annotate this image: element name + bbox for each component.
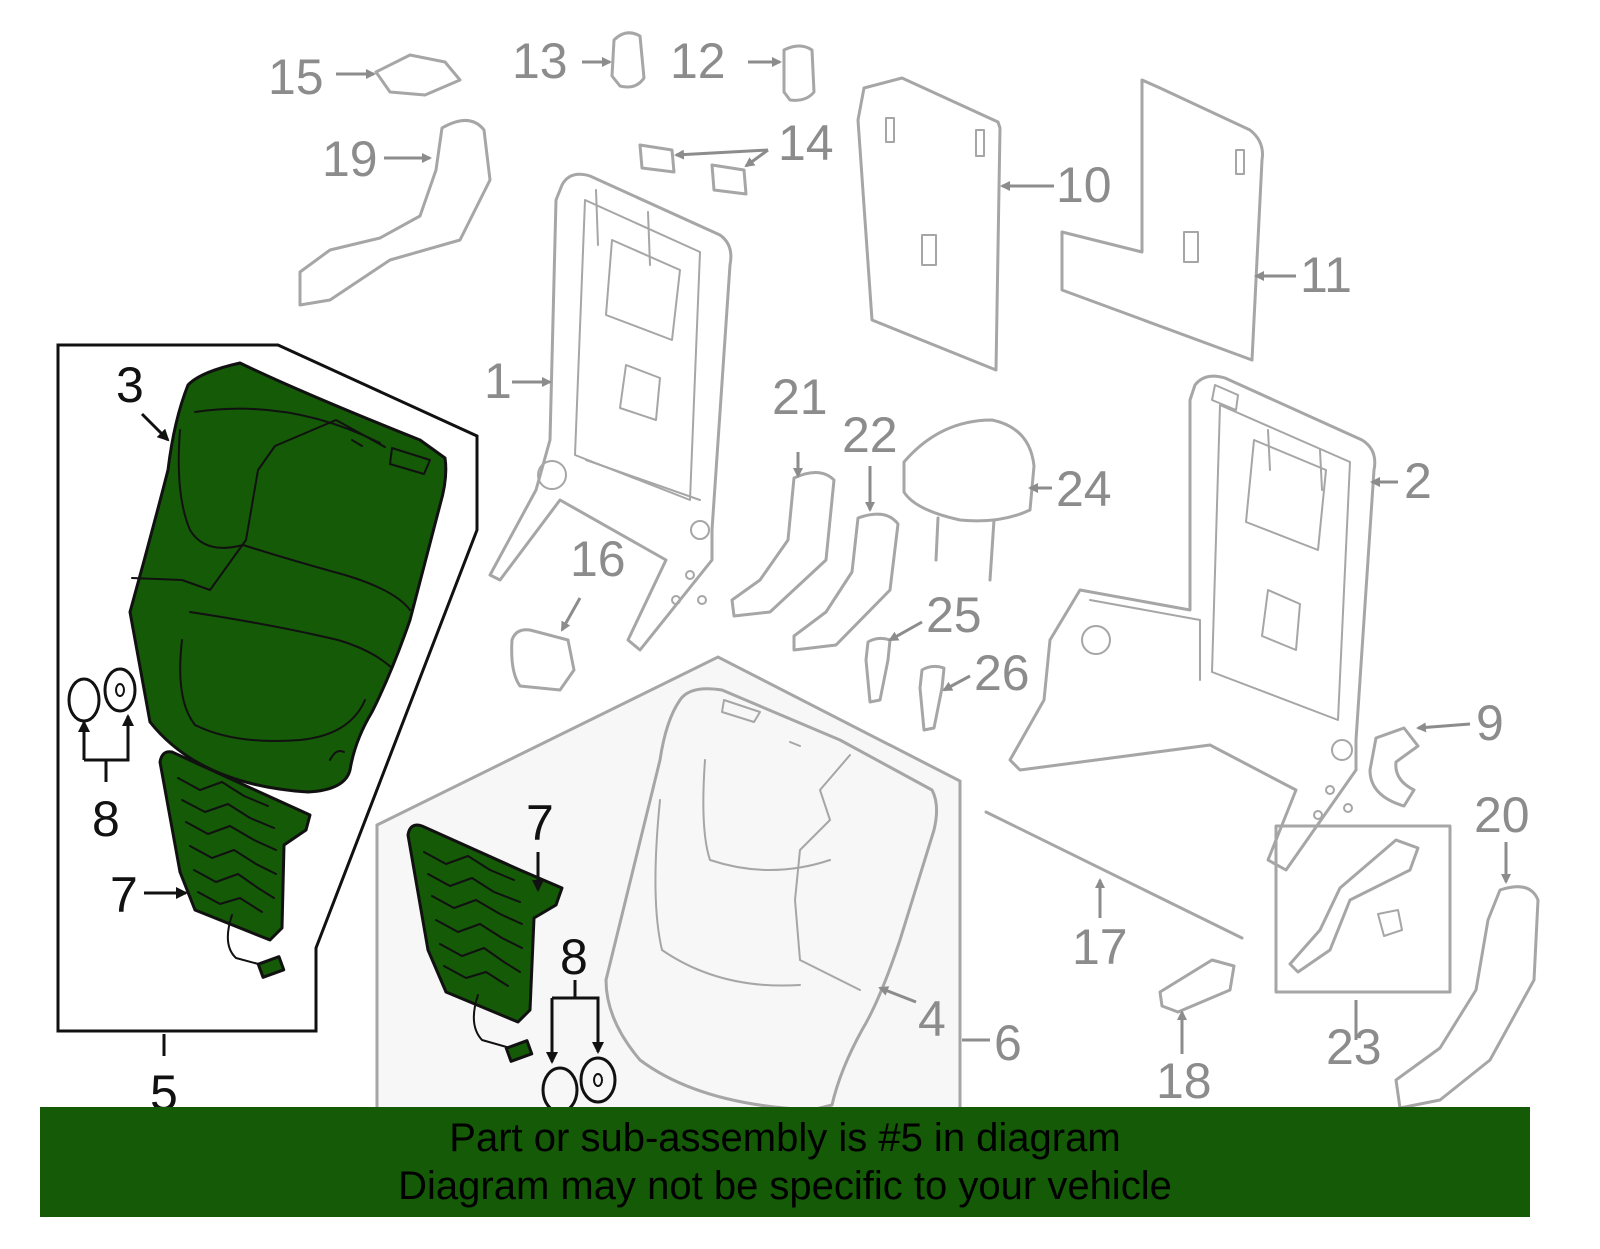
part-19-hinge-cover — [298, 119, 492, 307]
callout-7-right: 7 — [526, 795, 554, 851]
callout-16: 16 — [570, 531, 626, 587]
assembly-5-box — [56, 343, 479, 1033]
callout-leaders-grey — [336, 57, 1511, 1054]
part-17-rod — [984, 810, 1244, 940]
banner-line-1: Part or sub-assembly is #5 in diagram — [449, 1116, 1121, 1160]
part-10-back-panel — [856, 76, 1002, 372]
part-3-seat-back-cover — [128, 361, 448, 794]
part-23-box — [1274, 824, 1452, 994]
part-18-handle — [1158, 958, 1236, 1014]
callout-13: 13 — [512, 33, 568, 89]
callout-22: 22 — [842, 407, 898, 463]
callout-23: 23 — [1326, 1019, 1382, 1075]
callout-8-right: 8 — [560, 929, 588, 985]
part-11-back-panel — [1060, 78, 1264, 362]
part-24-headrest — [902, 418, 1036, 582]
part-23-bracket — [1288, 838, 1420, 974]
callout-leaders-black — [140, 412, 544, 1056]
part-16-trim-cap — [510, 628, 576, 692]
info-banner: Part or sub-assembly is #5 in diagram Di… — [40, 1107, 1530, 1217]
part-13-clip — [610, 31, 646, 89]
callout-18: 18 — [1156, 1053, 1212, 1109]
callout-26: 26 — [974, 645, 1030, 701]
callout-9: 9 — [1476, 695, 1504, 751]
callout-8-left: 8 — [92, 791, 120, 847]
callout-12: 12 — [670, 33, 726, 89]
callout-20: 20 — [1474, 787, 1530, 843]
callout-3: 3 — [116, 357, 144, 413]
part-20-hinge-cover — [1394, 885, 1540, 1110]
callout-6: 6 — [994, 1015, 1022, 1071]
part-26-guide — [918, 664, 946, 732]
banner-line-2: Diagram may not be specific to your vehi… — [398, 1164, 1172, 1208]
callout-10: 10 — [1056, 157, 1112, 213]
callout-11: 11 — [1300, 247, 1352, 303]
callout-7-left: 7 — [110, 867, 138, 923]
part-12-clip — [782, 44, 816, 102]
callout-25: 25 — [926, 587, 982, 643]
callout-4: 4 — [918, 991, 946, 1047]
callout-2: 2 — [1404, 453, 1432, 509]
part-22-trim — [792, 512, 900, 652]
part-8-grommets-a — [67, 667, 137, 782]
part-2-seat-frame-right — [1008, 374, 1377, 872]
part-9-clip — [1368, 726, 1420, 808]
callout-17: 17 — [1072, 919, 1128, 975]
part-15-latch-cover — [374, 53, 462, 97]
part-21-trim — [730, 471, 836, 618]
callout-19: 19 — [322, 131, 378, 187]
part-7-heater-pad-b — [406, 823, 564, 1063]
callout-15: 15 — [268, 49, 324, 105]
callout-21: 21 — [772, 369, 828, 425]
callout-14: 14 — [778, 115, 834, 171]
part-14-clips — [638, 143, 748, 196]
callout-24: 24 — [1056, 461, 1112, 517]
part-7-heater-pad-a — [158, 750, 312, 979]
part-1-seat-frame-left — [488, 172, 733, 652]
part-25-guide — [864, 636, 892, 704]
part-4-seat-back-cover — [604, 687, 939, 1112]
callout-1: 1 — [484, 353, 512, 409]
